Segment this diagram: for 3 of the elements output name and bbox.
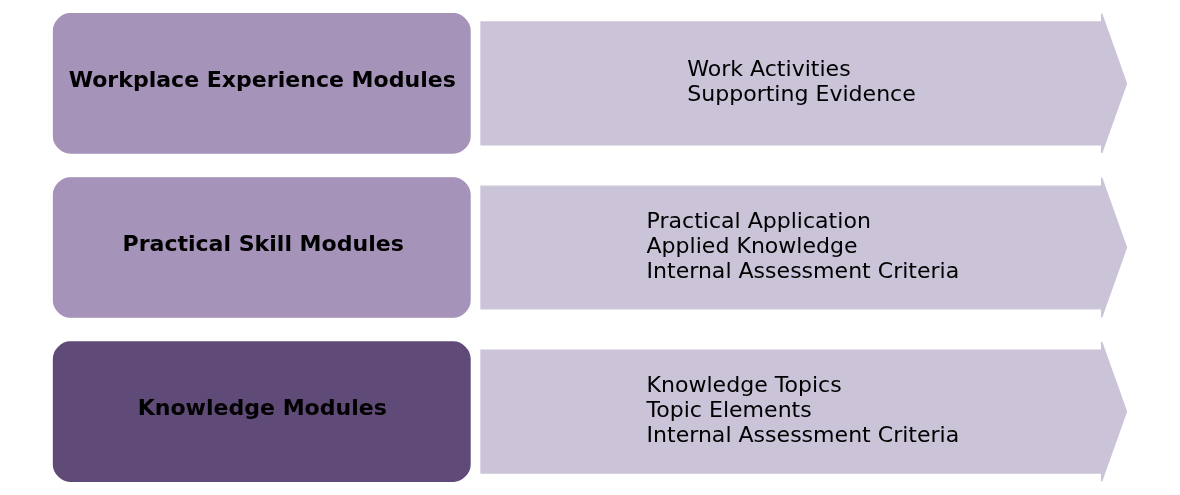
node-box: Practical Skill Modules bbox=[52, 177, 471, 318]
node-box: Workplace Experience Modules bbox=[52, 13, 471, 154]
node-box: Knowledge Modules bbox=[52, 341, 471, 482]
